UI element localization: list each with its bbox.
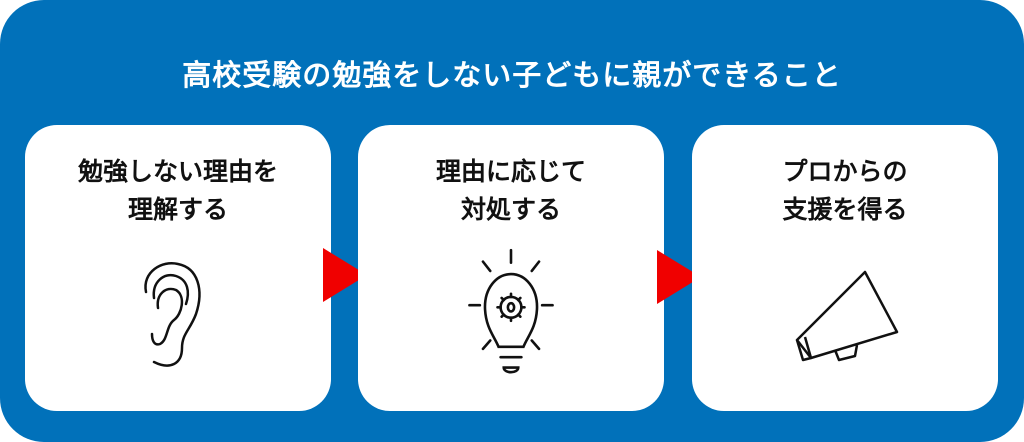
- step-label-line: 理解する: [127, 195, 228, 224]
- step-label-line: 理由に応じて: [435, 157, 586, 186]
- step-label: プロからの 支援を得る: [692, 153, 998, 229]
- lightbulb-gear-icon: [468, 248, 554, 374]
- diagram-title: 高校受験の勉強をしない子どもに親ができること: [182, 58, 842, 92]
- step-card-respond: 理由に応じて 対処する: [358, 125, 664, 411]
- megaphone-icon: [795, 270, 899, 362]
- ear-icon: [144, 261, 201, 367]
- step-label-line: プロからの: [782, 157, 908, 186]
- step-label: 理由に応じて 対処する: [358, 153, 664, 229]
- step-label: 勉強しない理由を 理解する: [25, 153, 331, 229]
- step-label-line: 対処する: [460, 195, 561, 224]
- step-card-support: プロからの 支援を得る: [692, 125, 998, 411]
- step-label-line: 支援を得る: [782, 195, 908, 224]
- step-label-line: 勉強しない理由を: [77, 157, 278, 186]
- step-card-understand: 勉強しない理由を 理解する: [25, 125, 331, 411]
